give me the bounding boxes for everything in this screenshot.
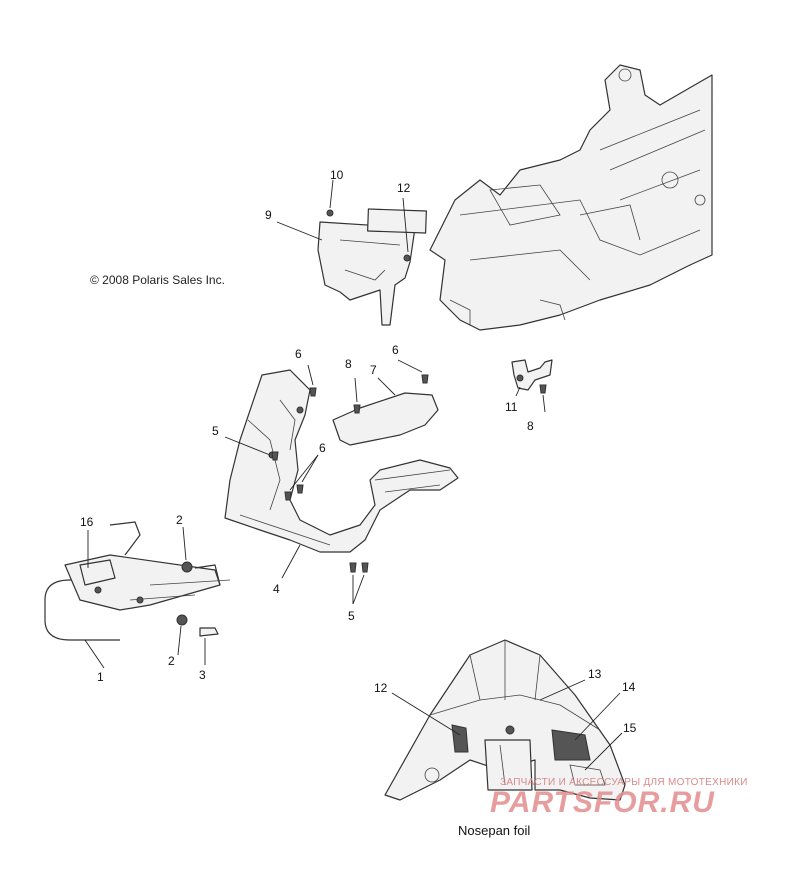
callout-8-top: 8 — [345, 357, 352, 371]
callout-7: 7 — [370, 363, 377, 377]
callout-8-bottom: 8 — [527, 419, 534, 433]
nosepan-foil-caption: Nosepan foil — [458, 823, 531, 838]
callout-15: 15 — [623, 721, 637, 735]
callout-11: 11 — [505, 400, 518, 414]
callout-4: 4 — [273, 582, 280, 596]
callout-1: 1 — [97, 670, 104, 684]
callout-12-bottom: 12 — [374, 681, 388, 695]
callout-5-bottom: 5 — [348, 609, 355, 623]
fasteners — [271, 374, 547, 573]
callout-6-top: 6 — [295, 347, 302, 361]
watermark-tagline: ЗАПЧАСТИ И АКСЕССУАРЫ ДЛЯ МОТОТЕХНИКИ — [500, 777, 748, 788]
leader-lines — [84, 179, 623, 771]
callout-3: 3 — [199, 668, 206, 682]
callout-2-top: 2 — [176, 513, 183, 527]
part-7-panel — [332, 392, 439, 446]
copyright-notice: © 2008 Polaris Sales Inc. — [90, 273, 225, 287]
part-9-bracket — [317, 221, 416, 326]
chassis-frame — [429, 64, 713, 331]
bumper-assembly — [44, 521, 231, 641]
part-11-bracket — [511, 359, 553, 391]
callout-14: 14 — [622, 680, 636, 694]
callout-12-top: 12 — [397, 181, 411, 195]
callout-6-right: 6 — [392, 343, 399, 357]
callout-13: 13 — [588, 667, 602, 681]
callout-2-bottom: 2 — [168, 654, 175, 668]
callout-16: 16 — [80, 515, 94, 529]
part-4-nose-panel — [224, 369, 459, 553]
part-12-label — [367, 208, 427, 234]
watermark-logo: PARTSFOR.RU — [490, 786, 715, 819]
nosepan-foil-assembly — [384, 639, 626, 801]
part-10-screws — [326, 209, 411, 262]
callout-5-top: 5 — [212, 424, 219, 438]
callout-6-mid: 6 — [319, 441, 326, 455]
callout-10: 10 — [330, 168, 344, 182]
callout-9: 9 — [265, 208, 272, 222]
